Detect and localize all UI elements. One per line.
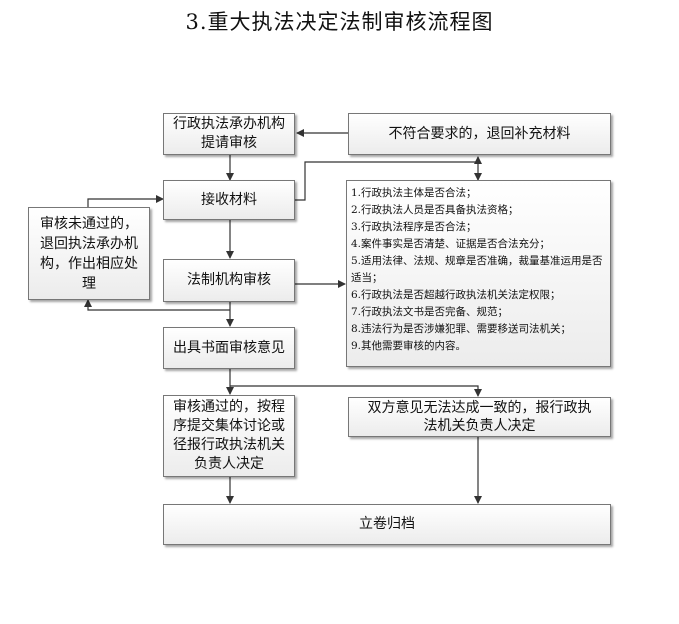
review-item: 5.适用法律、法规、规章是否准确，裁量基准运用是否适当；	[351, 255, 603, 284]
node-legal-review-text: 法制机构审核	[187, 272, 271, 288]
node-written-opinion: 出具书面审核意见	[163, 327, 295, 369]
review-item: 6.行政执法是否超越行政执法机关法定权限；	[351, 289, 561, 301]
node-disagree: 双方意见无法达成一致的，报行政执 法机关负责人决定	[348, 397, 611, 437]
review-item: 9.其他需要审核的内容。	[351, 340, 467, 352]
arrow-opinion-to-disagree	[230, 385, 482, 397]
node-receive-text: 接收材料	[201, 191, 257, 208]
review-item: 2.行政执法人员是否具备执法资格；	[351, 204, 519, 216]
node-failed-return-text: 审核未通过的， 退回执法承办机 构，作出相应处 理	[40, 215, 138, 292]
review-item: 7.行政执法文书是否完备、规范；	[351, 306, 509, 318]
review-item: 8.违法行为是否涉嫌犯罪、需要移送司法机关；	[351, 323, 572, 335]
review-item: 1.行政执法主体是否合法；	[351, 187, 477, 199]
node-submit: 行政执法承办机构 提请审核	[163, 113, 295, 155]
arrow-failed-to-receive	[87, 195, 164, 207]
node-legal-review: 法制机构审核	[163, 259, 295, 302]
review-item: 3.行政执法程序是否合法；	[351, 221, 477, 233]
node-passed: 审核通过的，按程 序提交集体讨论或 径报行政执法机关 负责人决定	[163, 395, 295, 477]
node-receive: 接收材料	[163, 180, 295, 220]
review-item: 4.案件事实是否清楚、证据是否合法充分；	[351, 238, 551, 250]
node-disagree-text: 双方意见无法达成一致的，报行政执 法机关负责人决定	[367, 400, 592, 434]
page-title: 3.重大执法决定法制审核流程图	[185, 10, 494, 34]
arrow-receive-to-list	[295, 161, 482, 201]
arrow-to-failed-return	[84, 299, 230, 311]
node-passed-text: 审核通过的，按程 序提交集体讨论或 径报行政执法机关 负责人决定	[173, 399, 285, 472]
node-return-supplement-text: 不符合要求的，退回补充材料	[388, 125, 571, 142]
node-failed-return: 审核未通过的， 退回执法承办机 构，作出相应处 理	[28, 207, 150, 300]
node-archive: 立卷归档	[163, 504, 611, 545]
node-written-opinion-text: 出具书面审核意见	[173, 339, 285, 356]
review-items-list: 1.行政执法主体是否合法； 2.行政执法人员是否具备执法资格； 3.行政执法程序…	[346, 180, 611, 367]
node-archive-text: 立卷归档	[359, 516, 415, 532]
node-submit-text: 行政执法承办机构 提请审核	[173, 116, 285, 151]
node-return-supplement: 不符合要求的，退回补充材料	[348, 113, 611, 155]
